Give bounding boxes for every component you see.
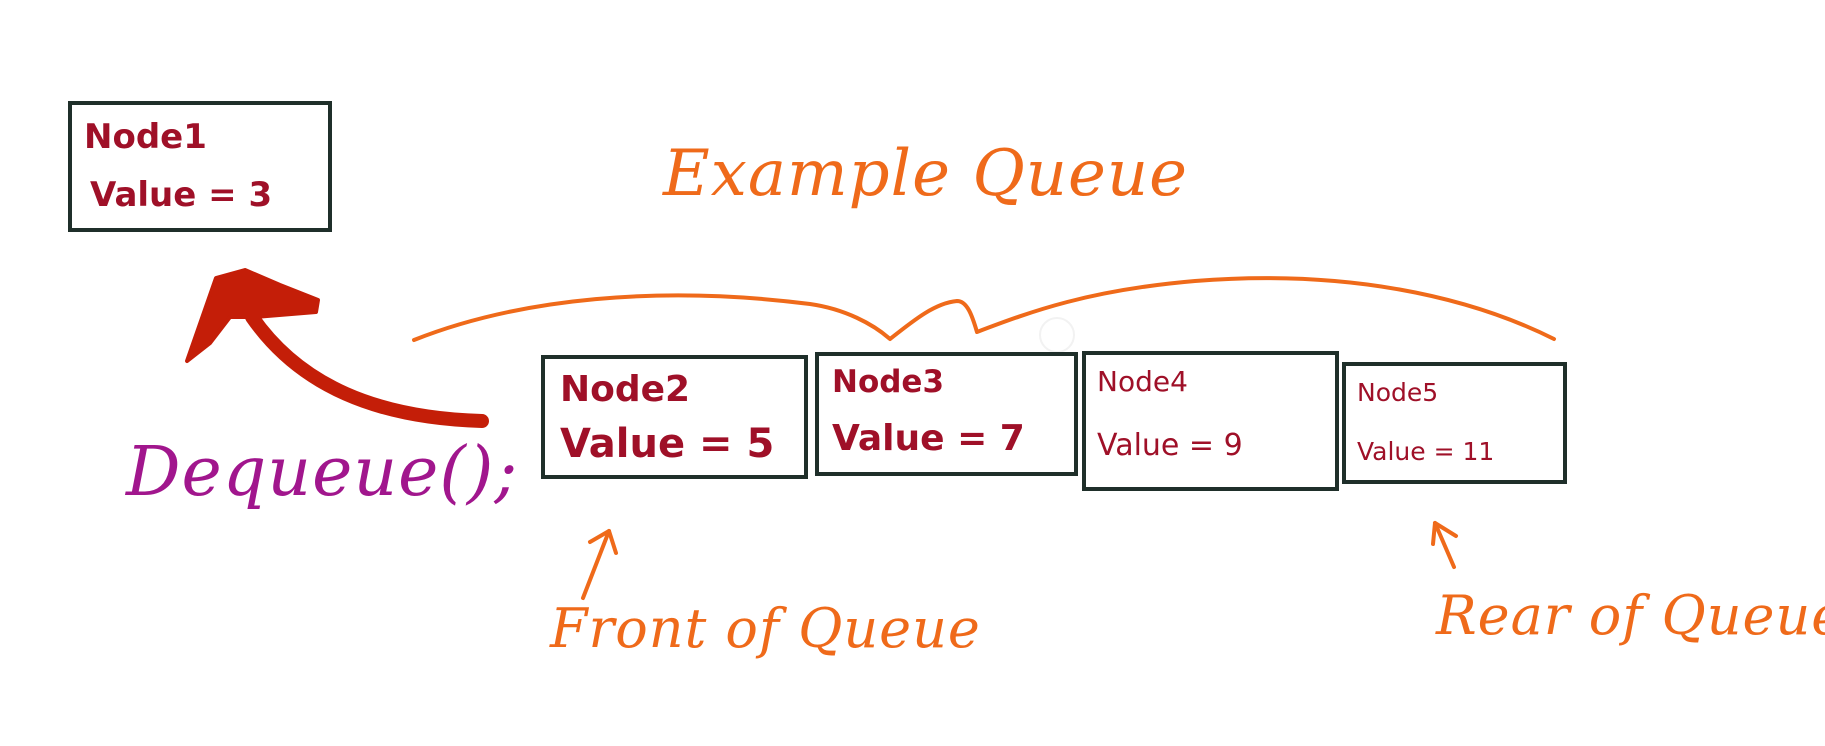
- rear-of-queue-label: Rear of Queue: [1436, 584, 1825, 647]
- rear-arrow-head: [1431, 521, 1458, 546]
- node-value: Value = 11: [1357, 437, 1495, 466]
- queue-node-box: Node3 Value = 7: [815, 352, 1078, 476]
- diagram-title: Example Queue: [663, 137, 1188, 211]
- queue-node-box: Node4 Value = 9: [1082, 351, 1339, 491]
- node-name: Node4: [1097, 365, 1188, 398]
- front-of-queue-label: Front of Queue: [550, 597, 981, 660]
- queue-brace: [412, 276, 1556, 342]
- node-value: Value = 7: [832, 418, 1025, 459]
- queue-node-box: Node5 Value = 11: [1342, 362, 1567, 484]
- rear-arrow-shaft: [1433, 521, 1456, 569]
- front-arrow-head: [588, 529, 618, 555]
- removed-node-box: Node1 Value = 3: [68, 101, 332, 232]
- node-name: Node1: [84, 117, 207, 157]
- front-arrow-shaft: [581, 529, 611, 600]
- node-name: Node3: [832, 364, 945, 400]
- dequeue-arrow-head: [185, 268, 320, 363]
- node-name: Node5: [1357, 378, 1439, 407]
- faint-cursor-mark: [1039, 317, 1075, 353]
- node-name: Node2: [560, 369, 691, 410]
- node-value: Value = 9: [1097, 428, 1243, 463]
- node-value: Value = 3: [90, 175, 273, 215]
- queue-node-box: Node2 Value = 5: [541, 355, 808, 479]
- dequeue-label: Dequeue();: [126, 433, 519, 512]
- dequeue-arrow-shaft: [245, 310, 489, 428]
- node-value: Value = 5: [560, 421, 775, 467]
